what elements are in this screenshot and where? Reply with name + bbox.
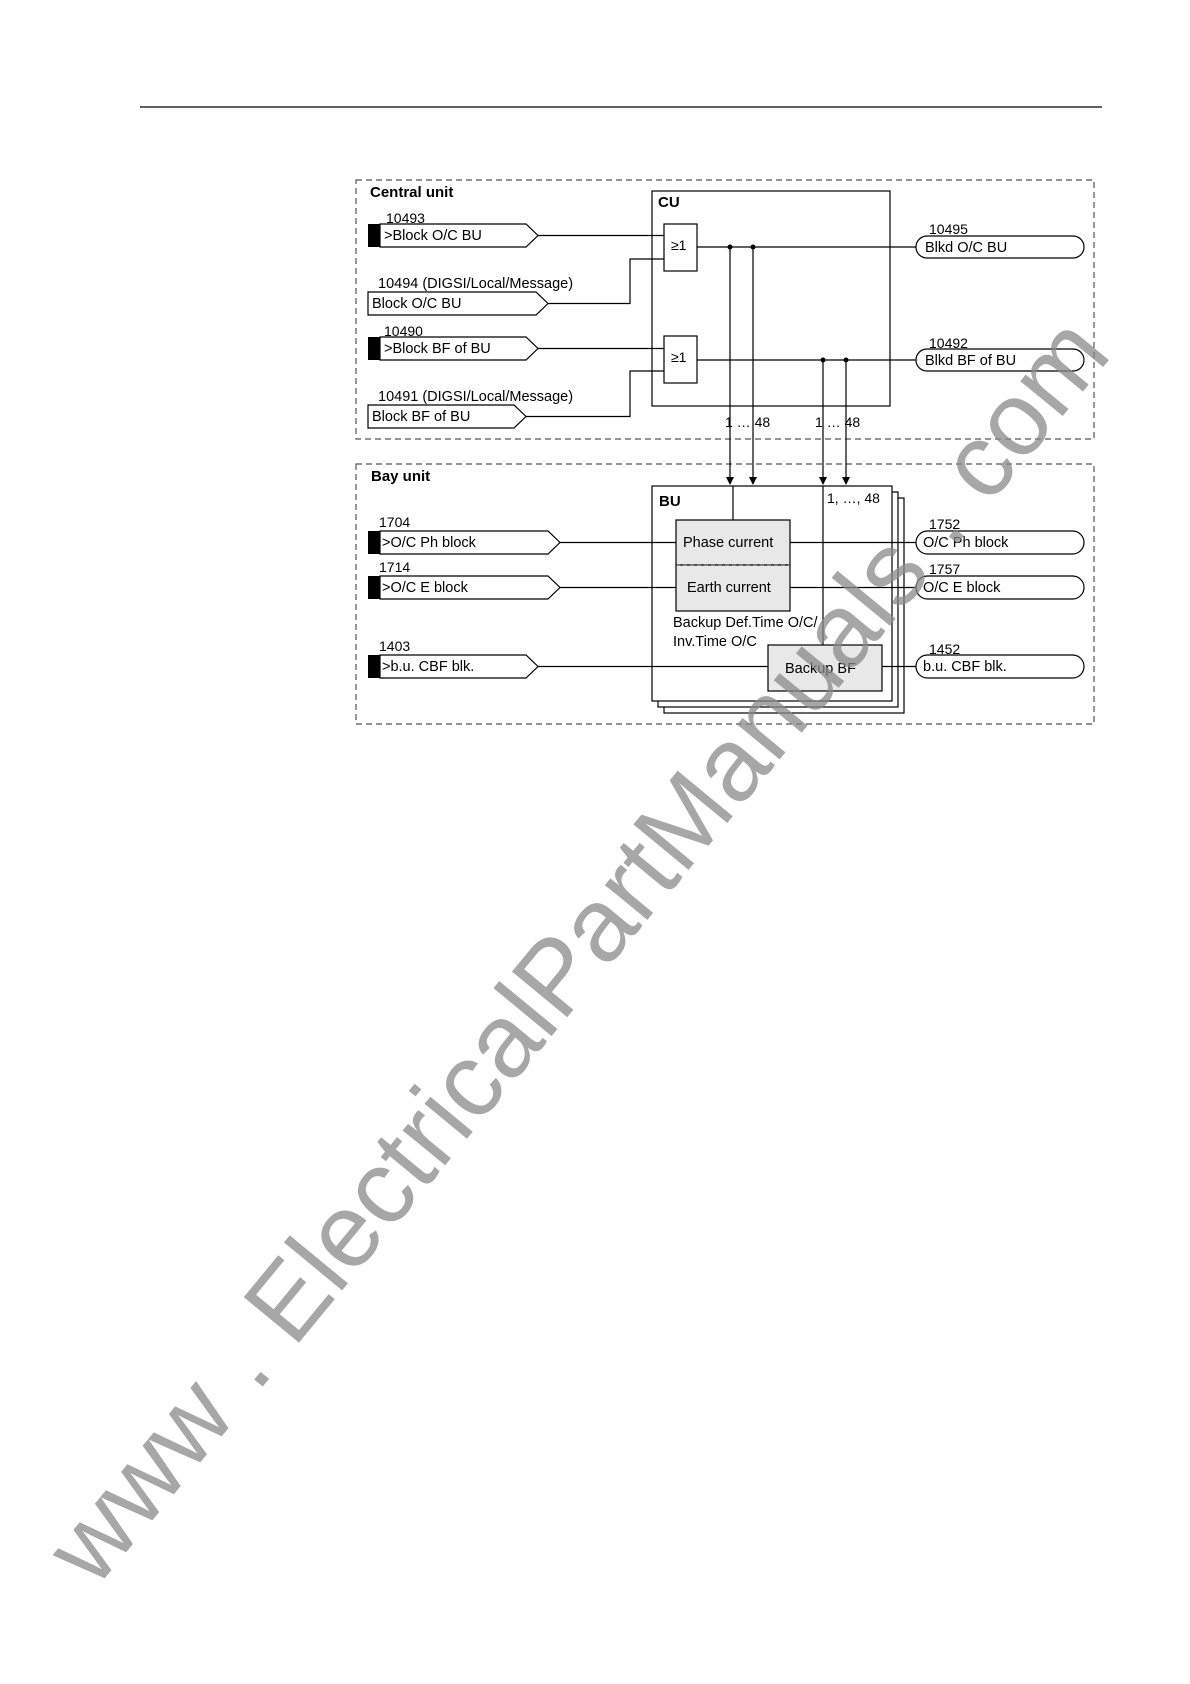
input-marker [368, 531, 380, 554]
input-block-bf-bu-box [379, 336, 539, 361]
input-digsi-block-bf-bu-box [367, 404, 527, 429]
output-oc-ph-block-box [915, 530, 1085, 555]
input-oc-ph-block-label: >O/C Ph block [382, 535, 477, 551]
backup-oc-label-line-2: Inv.Time O/C [673, 634, 757, 650]
output-bu-cbf-blk-box [915, 654, 1085, 679]
bus-range-label-2: 1 … 48 [815, 414, 860, 430]
bay-unit-region [355, 463, 1095, 725]
input-digsi-block-oc-bu-number: 10494 (DIGSI/Local/Message) [378, 276, 573, 292]
backup-bf-label: Backup BF [785, 661, 856, 677]
cu-label: CU [658, 194, 680, 211]
bus-range-label-1: 1 … 48 [725, 414, 770, 430]
bay-unit-title: Bay unit [371, 468, 430, 485]
output-blkd-bf-bu-number: 10492 [929, 335, 968, 351]
input-bu-cbf-blk-box [379, 654, 539, 679]
output-oc-ph-block-number: 1752 [929, 516, 960, 532]
earth-current-box [675, 564, 791, 612]
input-oc-e-block-label: >O/C E block [382, 580, 469, 596]
input-oc-e-block-box [379, 575, 561, 600]
input-block-bf-bu-label: >Block BF of BU [384, 341, 491, 357]
input-digsi-block-oc-bu-box [367, 291, 549, 316]
output-blkd-oc-bu-label: Blkd O/C BU [925, 240, 1007, 256]
output-bu-cbf-blk-number: 1452 [929, 641, 960, 657]
bu-label: BU [659, 493, 681, 510]
output-blkd-bf-bu-label: Blkd BF of BU [925, 353, 1016, 369]
backup-oc-label-line-1: Backup Def.Time O/C/ [673, 615, 818, 631]
output-oc-e-block-label: O/C E block [923, 580, 1001, 596]
central-unit-region [355, 179, 1095, 440]
output-blkd-oc-bu-number: 10495 [929, 221, 968, 237]
or-gate-1 [663, 223, 698, 272]
wire [548, 258, 664, 305]
or-gate-1-label: ≥1 [671, 237, 687, 253]
input-block-bf-bu-number: 10490 [384, 323, 423, 339]
input-marker [368, 655, 380, 678]
input-marker [368, 224, 380, 247]
or-gate-2-label: ≥1 [671, 349, 687, 365]
output-blkd-oc-bu-box [915, 235, 1085, 259]
input-bu-cbf-blk-label: >b.u. CBF blk. [382, 659, 474, 675]
phase-current-label: Phase current [683, 535, 773, 551]
input-block-oc-bu-box [379, 223, 539, 248]
earth-current-label: Earth current [687, 580, 771, 596]
input-block-oc-bu-label: >Block O/C BU [384, 228, 482, 244]
input-digsi-block-oc-bu-label: Block O/C BU [372, 296, 461, 312]
watermark-text: www . ElectricalPartManuals . com [23, 296, 1131, 1606]
input-oc-ph-block-box [379, 530, 561, 555]
output-oc-e-block-number: 1757 [929, 561, 960, 577]
output-oc-e-block-box [915, 575, 1085, 600]
input-bu-cbf-blk-number: 1403 [379, 638, 410, 654]
input-block-oc-bu-number: 10493 [386, 210, 425, 226]
output-oc-ph-block-label: O/C Ph block [923, 535, 1009, 551]
input-marker [368, 337, 380, 360]
bus-range-label-3: 1, …, 48 [827, 490, 880, 506]
input-oc-ph-block-number: 1704 [379, 514, 410, 530]
input-oc-e-block-number: 1714 [379, 559, 410, 575]
central-unit-title: Central unit [370, 184, 453, 201]
input-marker [368, 576, 380, 599]
input-digsi-block-bf-bu-number: 10491 (DIGSI/Local/Message) [378, 389, 573, 405]
output-blkd-bf-bu-box [915, 348, 1085, 372]
backup-bf-box [767, 644, 883, 692]
input-digsi-block-bf-bu-label: Block BF of BU [372, 409, 470, 425]
output-bu-cbf-blk-label: b.u. CBF blk. [923, 659, 1007, 675]
wire [526, 370, 664, 418]
